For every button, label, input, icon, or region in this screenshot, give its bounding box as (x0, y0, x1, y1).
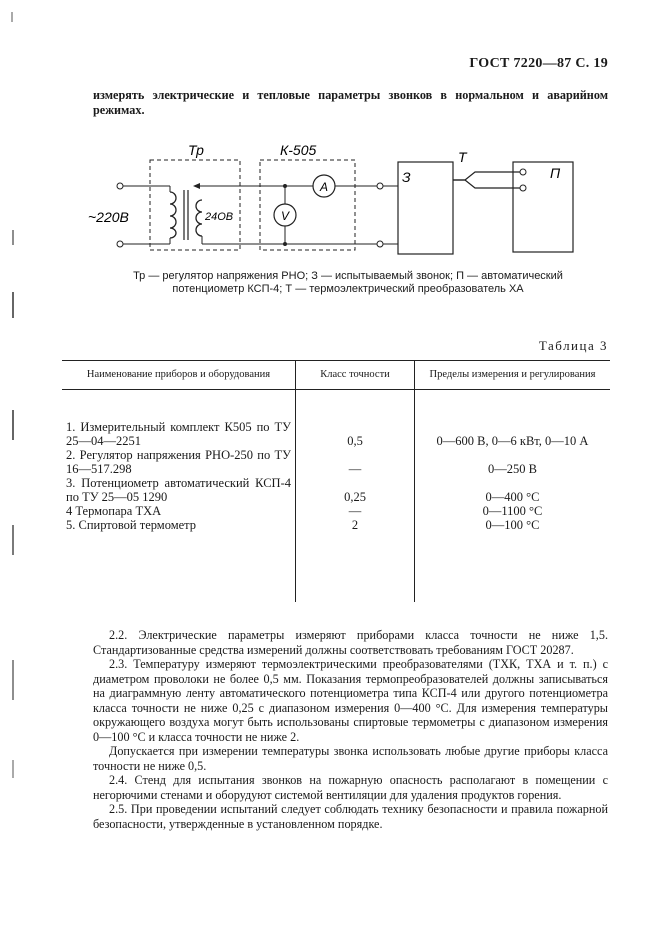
paragraph: 2.4. Стенд для испытания звонков на пожа… (93, 773, 608, 802)
row-range: 0—250 В (488, 462, 537, 476)
circuit-diagram: Тр К-505 ~220В 24ОВ V А З Т П (88, 142, 574, 255)
row-class: — (295, 448, 415, 476)
label-k505: К-505 (280, 142, 316, 158)
diagram-caption: Тр — регулятор напряжения РНО; З — испыт… (133, 270, 563, 295)
voltmeter-label: V (281, 209, 290, 223)
input-voltage: ~220В (88, 209, 129, 225)
table-title: Таблица 3 (538, 338, 608, 353)
row-name: 5. Спиртовой термометр (66, 518, 197, 532)
paragraph: 2.2. Электрические параметры измеряют пр… (93, 628, 608, 657)
row-class: 0,25 (295, 476, 415, 504)
label-z: З (402, 169, 411, 185)
header-class: Класс точности (295, 360, 415, 390)
input-terminal-bottom (116, 240, 124, 248)
k505-box (259, 159, 356, 251)
transformer-box (149, 159, 241, 251)
output-voltage: 24ОВ (204, 211, 233, 223)
input-terminal-top (116, 182, 124, 190)
row-range: 0—600 В, 0—6 кВт, 0—10 А (436, 434, 589, 448)
row-name: 4 Термопара ТХА (66, 504, 162, 518)
row-range: 0—400 °С (485, 490, 540, 504)
label-tr: Тр (188, 142, 204, 158)
intro-text: измерять электрические и тепловые параме… (93, 88, 608, 117)
label-p: П (550, 165, 561, 181)
label-t: Т (458, 149, 468, 165)
potentiometer-box (512, 161, 574, 253)
row-class: — (295, 504, 415, 518)
row-class: 2 (295, 518, 415, 532)
paragraph: 2.3. Температуру измеряют термоэлектриче… (93, 657, 608, 744)
thermocouple-wire-bottom (453, 179, 520, 189)
paragraph: 2.5. При проведении испытаний следует со… (93, 802, 608, 831)
bell-box (397, 161, 454, 255)
scan-edge-marks (11, 12, 14, 778)
ammeter-label: А (319, 180, 328, 194)
instruments-table: Наименование приборов и оборудования Кла… (62, 360, 610, 602)
body-text: 2.2. Электрические параметры измеряют пр… (93, 628, 608, 831)
paragraph: Допускается при измерении температуры зв… (93, 744, 608, 773)
row-name: 1. Измерительный комплект К505 по ТУ 25—… (66, 420, 291, 448)
row-range: 0—1100 °С (482, 504, 543, 518)
row-class: 0,5 (295, 420, 415, 448)
slider-arrow (193, 183, 200, 189)
row-name: 2. Регулятор напряжения РНО-250 по ТУ 16… (66, 448, 291, 476)
table-header-row: Наименование приборов и оборудования Кла… (62, 360, 610, 390)
header-name: Наименование приборов и оборудования (62, 360, 296, 390)
table-row: 5. Спиртовой термометр 2 0—100 °С (62, 518, 610, 532)
header-range: Пределы измерения и регулирования (414, 360, 610, 390)
thermocouple-wire-top (453, 171, 520, 181)
secondary-coil (195, 199, 203, 237)
table-row: 4 Термопара ТХА — 0—1100 °С (62, 504, 610, 518)
table-row: 3. Потенциометр автоматический КСП-4 по … (62, 476, 610, 504)
primary-coil (169, 191, 177, 239)
row-range: 0—100 °С (485, 518, 540, 532)
table-row: 1. Измерительный комплект К505 по ТУ 25—… (62, 420, 610, 448)
table-row: 2. Регулятор напряжения РНО-250 по ТУ 16… (62, 448, 610, 476)
voltmeter (273, 203, 297, 227)
page-header: ГОСТ 7220—87 С. 19 (469, 56, 608, 71)
row-name: 3. Потенциометр автоматический КСП-4 по … (66, 476, 291, 504)
